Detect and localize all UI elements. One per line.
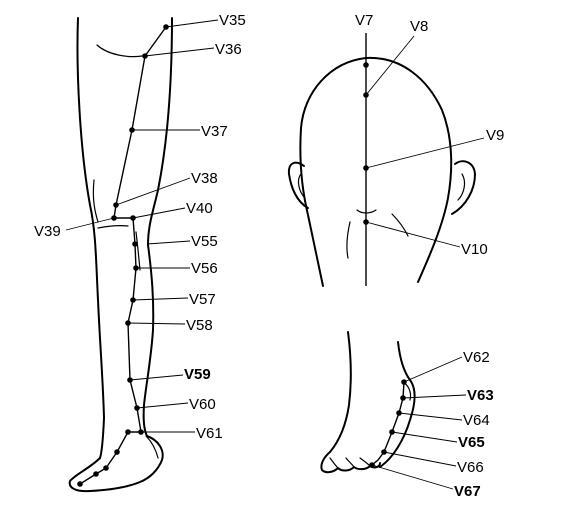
foot-back-contour bbox=[379, 341, 416, 468]
head-contour bbox=[299, 56, 453, 287]
point-v36 bbox=[142, 53, 148, 59]
point-v56 bbox=[133, 265, 139, 271]
point-v8 bbox=[363, 92, 369, 98]
label-v36: V36 bbox=[215, 41, 242, 58]
leg-meridian-line bbox=[79, 26, 167, 485]
label-v35: V35 bbox=[219, 12, 246, 29]
point-v35 bbox=[163, 24, 169, 30]
label-v67: V67 bbox=[454, 483, 481, 500]
heel-line bbox=[145, 435, 159, 459]
label-v66: V66 bbox=[457, 459, 484, 476]
label-v65: V65 bbox=[458, 434, 485, 451]
point-v7 bbox=[363, 62, 369, 68]
leg-left-contour bbox=[76, 17, 105, 459]
right-ear-inner bbox=[457, 173, 466, 201]
label-v9: V9 bbox=[486, 127, 504, 144]
point-v57 bbox=[130, 297, 136, 303]
point-foot-a bbox=[114, 449, 120, 455]
label-v39: V39 bbox=[34, 223, 61, 240]
leg-figure: V35 V36 V37 V38 V39 V40 V55 V56 V57 V58 … bbox=[34, 12, 246, 493]
point-toe bbox=[77, 481, 83, 487]
label-v59: V59 bbox=[184, 366, 211, 383]
point-v37 bbox=[129, 127, 135, 133]
label-v61: V61 bbox=[196, 425, 223, 442]
head-figure: V7 V8 V9 V10 bbox=[287, 12, 504, 287]
point-foot-b bbox=[103, 465, 109, 471]
point-v58 bbox=[125, 320, 131, 326]
label-v37: V37 bbox=[201, 123, 228, 140]
leg-right-contour bbox=[142, 17, 173, 437]
point-v39 bbox=[111, 215, 117, 221]
left-ear-inner bbox=[297, 173, 306, 199]
gluteal-fold bbox=[96, 44, 143, 58]
label-v55: V55 bbox=[191, 233, 218, 250]
left-ear bbox=[287, 161, 309, 209]
right-ear bbox=[451, 160, 476, 215]
label-v40: V40 bbox=[186, 200, 213, 217]
label-v62: V62 bbox=[463, 349, 490, 366]
label-v38: V38 bbox=[191, 170, 218, 187]
label-v64: V64 bbox=[463, 412, 490, 429]
label-v7: V7 bbox=[355, 12, 373, 29]
label-v58: V58 bbox=[186, 317, 213, 334]
popliteal-crease bbox=[97, 225, 129, 229]
point-foot-c bbox=[93, 471, 99, 477]
point-v10 bbox=[363, 219, 369, 225]
label-v63: V63 bbox=[467, 387, 494, 404]
point-v67 bbox=[369, 462, 375, 468]
label-v60: V60 bbox=[189, 396, 216, 413]
point-v61 bbox=[138, 429, 144, 435]
foot-contour bbox=[68, 435, 164, 493]
point-v62 bbox=[401, 379, 407, 385]
point-v55 bbox=[132, 241, 138, 247]
point-v59 bbox=[127, 377, 133, 383]
point-v38 bbox=[113, 202, 119, 208]
neck-line-left bbox=[346, 221, 351, 259]
label-v10: V10 bbox=[461, 241, 488, 258]
foot-front-contour bbox=[320, 331, 352, 471]
foot-figure: V62 V63 V64 V65 V66 V67 bbox=[320, 331, 494, 500]
point-v60 bbox=[134, 405, 140, 411]
neck-line-right bbox=[391, 213, 409, 237]
point-v63 bbox=[400, 395, 406, 401]
point-v9 bbox=[363, 165, 369, 171]
knee-inner-contour bbox=[92, 179, 99, 223]
toe-lines bbox=[329, 457, 371, 469]
point-heel-a bbox=[125, 429, 131, 435]
label-v56: V56 bbox=[191, 260, 218, 277]
point-v64 bbox=[396, 410, 402, 416]
label-v57: V57 bbox=[189, 291, 216, 308]
calf-line bbox=[135, 231, 141, 271]
label-v8: V8 bbox=[410, 18, 428, 35]
point-v40 bbox=[130, 215, 136, 221]
point-v65 bbox=[389, 429, 395, 435]
point-v66 bbox=[381, 449, 387, 455]
